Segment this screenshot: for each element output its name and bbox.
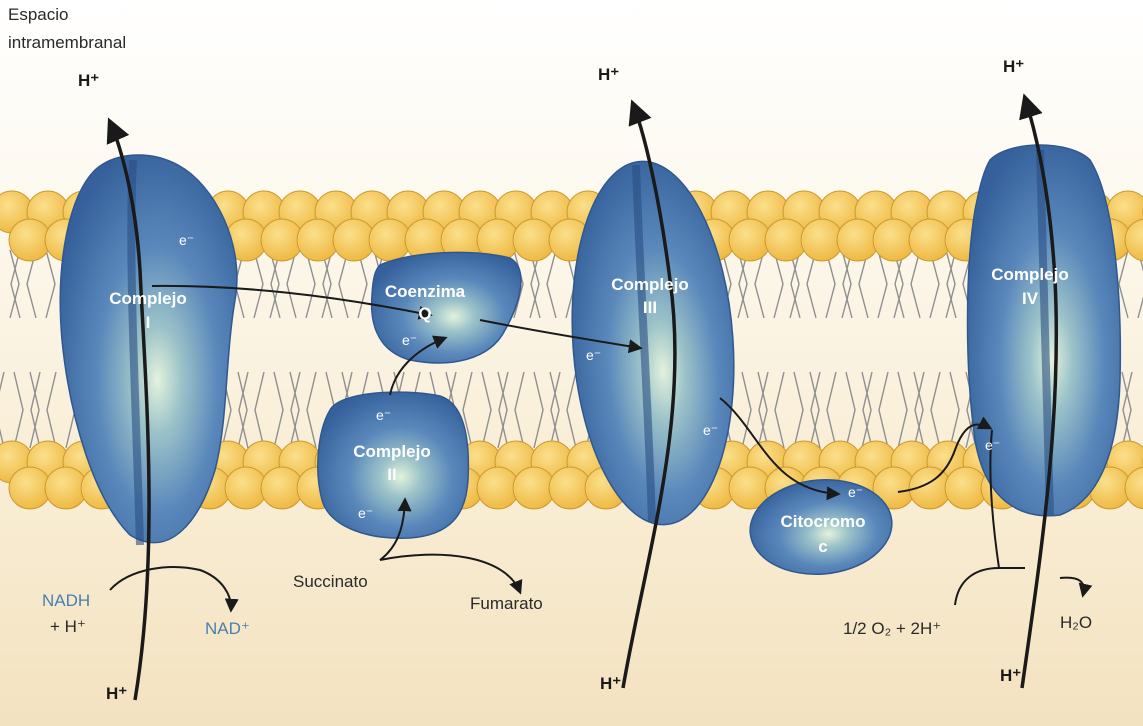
complex-3-label-line1: Complejo [611,275,688,294]
space-label-line1: Espacio [8,5,68,24]
h-plus-top-3: H⁺ [598,65,619,84]
electron-complex-1: e⁻ [179,232,194,248]
h-plus-bottom-4: H⁺ [1000,666,1021,685]
complex-1-label-line1: Complejo [109,289,186,308]
nadh-label-line2: + H⁺ [50,617,86,636]
cytochrome-c-label-line2: c [818,537,827,556]
complex-4-label-line2: IV [1022,289,1039,308]
nad-label: NAD⁺ [205,619,250,638]
oxygen-label: 1/2 O₂ + 2H⁺ [843,619,941,638]
electron-complex-2-top: e⁻ [376,407,391,423]
nadh-label-line1: NADH [42,591,90,610]
h-plus-top-4: H⁺ [1003,57,1024,76]
h-plus-top-1: H⁺ [78,71,99,90]
electron-complex-3-right: e⁻ [703,422,718,438]
electron-complex-2-bottom: e⁻ [358,505,373,521]
complex-1-label-line2: I [146,313,151,332]
succinate-label: Succinato [293,572,368,591]
h-plus-bottom-1: H⁺ [106,684,127,703]
coenzyme-q-label-line1: Coenzima [385,282,466,301]
electron-coenzyme-q: e⁻ [402,332,417,348]
fumarate-label: Fumarato [470,594,543,613]
h-plus-bottom-3: H⁺ [600,674,621,693]
coenzyme-q-label-line2: Q [418,304,431,323]
electron-complex-3-left: e⁻ [586,347,601,363]
electron-cytochrome-c: e⁻ [848,484,863,500]
space-label-line2: intramembranal [8,33,126,52]
electron-complex-4: e⁻ [985,437,1000,453]
complex-4-label-line1: Complejo [991,265,1068,284]
complex-2-label-line1: Complejo [353,442,430,461]
cytochrome-c-label-line1: Citocromo [781,512,866,531]
water-label: H₂O [1060,613,1092,632]
complex-2-label-line2: II [387,465,396,484]
complex-3-label-line2: III [643,298,657,317]
